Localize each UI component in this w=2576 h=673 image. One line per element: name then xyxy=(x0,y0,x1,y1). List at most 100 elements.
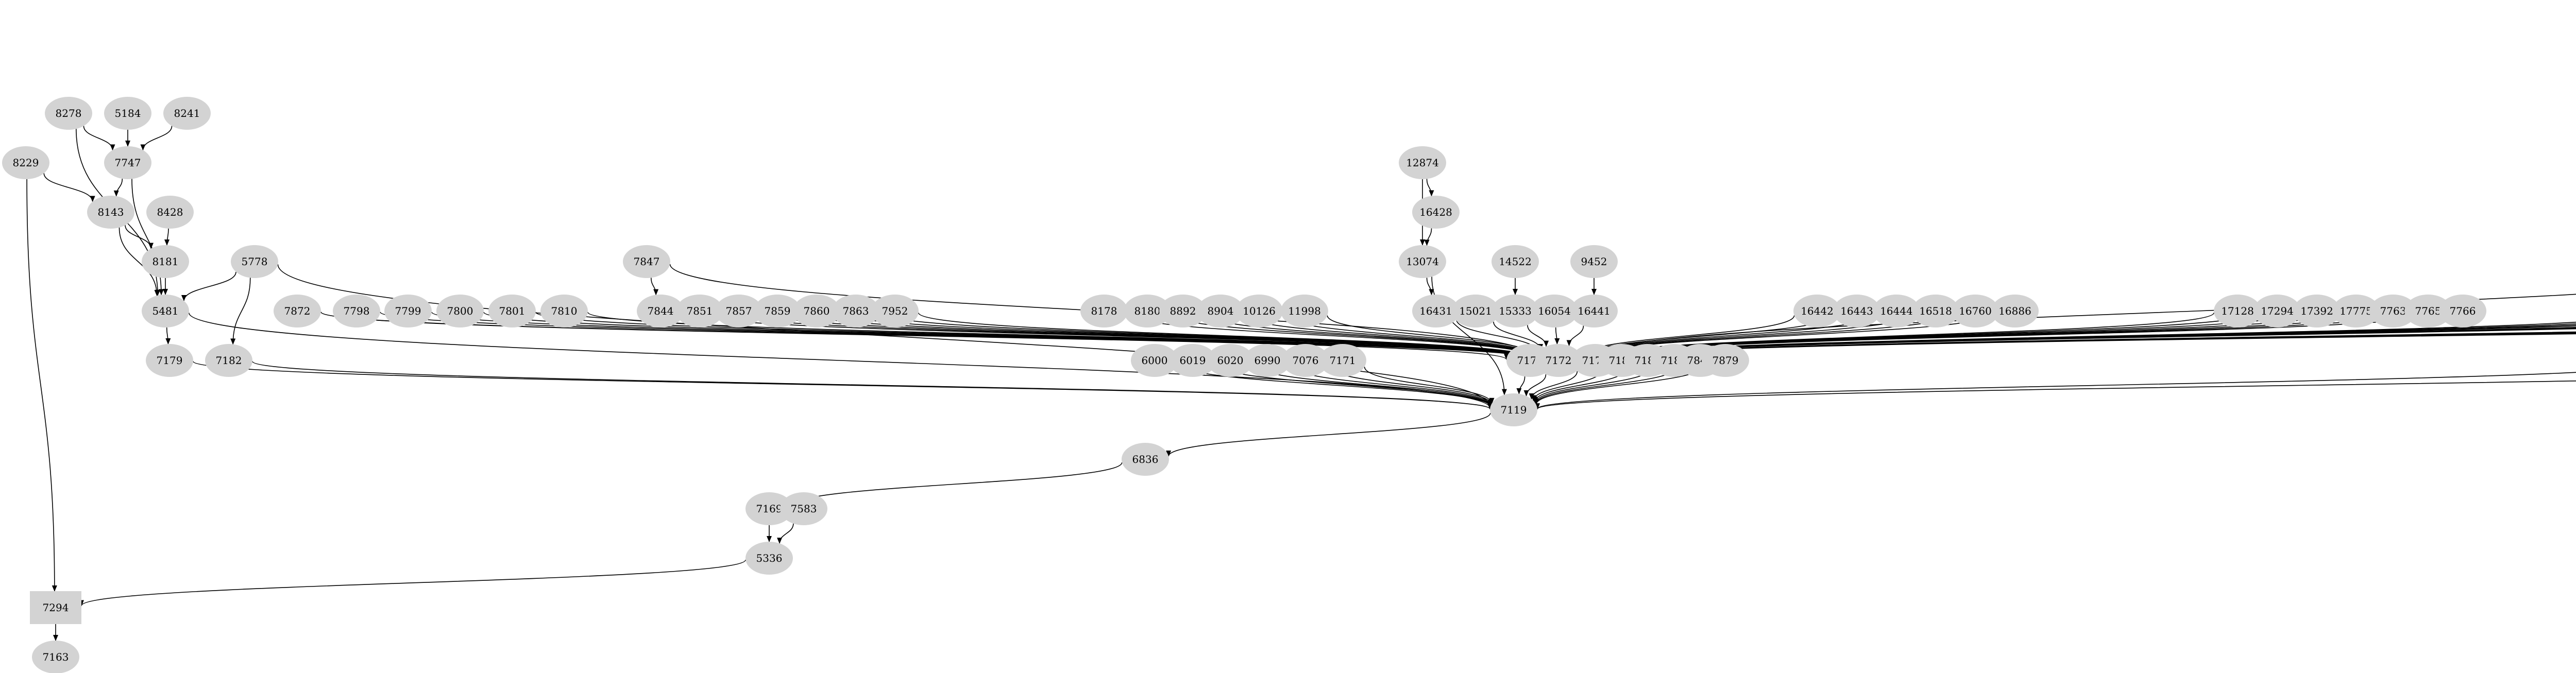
node-ellipse-shape xyxy=(1492,245,1539,278)
graph-node-17775[interactable]: 17775 xyxy=(2332,295,2380,327)
node-ellipse-shape xyxy=(1570,295,1618,327)
node-ellipse-shape xyxy=(333,295,380,327)
graph-node-6019[interactable]: 6019 xyxy=(1169,344,1216,377)
graph-node-7171[interactable]: 7171 xyxy=(1319,344,1366,377)
graph-node-8181[interactable]: 8181 xyxy=(142,245,189,278)
graph-node-7847[interactable]: 7847 xyxy=(623,245,670,278)
graph-node-7765[interactable]: 7765 xyxy=(2404,295,2452,327)
node-ellipse-shape xyxy=(1244,344,1291,377)
graph-node-14522[interactable]: 14522 xyxy=(1492,245,1539,278)
graph-node-7800[interactable]: 7800 xyxy=(436,295,484,327)
graph-node-7294[interactable]: 7294 xyxy=(30,591,81,624)
node-label: 7766 xyxy=(2450,305,2476,317)
graph-node-7766[interactable]: 7766 xyxy=(2439,295,2486,327)
graph-node-8143[interactable]: 8143 xyxy=(87,196,134,229)
edge-7177-to-7119 xyxy=(1516,376,1526,394)
graph-node-7799[interactable]: 7799 xyxy=(384,295,432,327)
graph-node-16054[interactable]: 16054 xyxy=(1531,295,1578,327)
edge-7775-to-7172 xyxy=(1580,294,2576,359)
graph-node-7163[interactable]: 7163 xyxy=(32,641,79,673)
graph-node-8904[interactable]: 8904 xyxy=(1197,295,1244,327)
graph-node-16428[interactable]: 16428 xyxy=(1412,196,1460,229)
graph-node-16760[interactable]: 16760 xyxy=(1952,295,1999,327)
graph-node-7747[interactable]: 7747 xyxy=(104,146,151,179)
node-label: 8892 xyxy=(1170,305,1196,317)
graph-node-8229[interactable]: 8229 xyxy=(2,146,49,179)
graph-node-7179[interactable]: 7179 xyxy=(146,344,193,377)
graph-node-7798[interactable]: 7798 xyxy=(333,295,380,327)
graph-node-7119[interactable]: 7119 xyxy=(1490,393,1537,426)
graph-node-13074[interactable]: 13074 xyxy=(1399,245,1446,278)
node-ellipse-shape xyxy=(754,295,801,327)
graph-node-7863[interactable]: 7863 xyxy=(832,295,879,327)
graph-node-16442[interactable]: 16442 xyxy=(1793,295,1841,327)
graph-node-16431[interactable]: 16431 xyxy=(1412,295,1460,327)
edge-5778-to-7182 xyxy=(230,278,251,345)
graph-node-7810[interactable]: 7810 xyxy=(540,295,588,327)
graph-node-9452[interactable]: 9452 xyxy=(1570,245,1618,278)
graph-node-16444[interactable]: 16444 xyxy=(1873,295,1920,327)
graph-node-12874[interactable]: 12874 xyxy=(1399,146,1446,179)
graph-node-7860[interactable]: 7860 xyxy=(793,295,840,327)
graph-node-7169[interactable]: 7169 xyxy=(745,492,793,525)
graph-node-7857[interactable]: 7857 xyxy=(715,295,762,327)
node-ellipse-shape xyxy=(1282,344,1329,377)
graph-node-11998[interactable]: 11998 xyxy=(1281,295,1328,327)
graph-node-8241[interactable]: 8241 xyxy=(163,97,211,130)
edge-8278-to-7747 xyxy=(83,126,115,151)
graph-node-8180[interactable]: 8180 xyxy=(1124,295,1171,327)
graph-node-5184[interactable]: 5184 xyxy=(104,97,151,130)
node-label: 16886 xyxy=(1998,305,2031,317)
graph-node-16443[interactable]: 16443 xyxy=(1833,295,1880,327)
graph-node-5481[interactable]: 5481 xyxy=(142,295,189,327)
graph-node-8428[interactable]: 8428 xyxy=(146,196,194,229)
graph-node-7076[interactable]: 7076 xyxy=(1282,344,1329,377)
graph-node-5336[interactable]: 5336 xyxy=(745,542,793,575)
graph-node-6836[interactable]: 6836 xyxy=(1122,443,1169,476)
graph-node-8278[interactable]: 8278 xyxy=(45,97,92,130)
graph-node-17294[interactable]: 17294 xyxy=(2253,295,2301,327)
graph-node-7879[interactable]: 7879 xyxy=(1702,344,1749,377)
graph-node-15021[interactable]: 15021 xyxy=(1452,295,1499,327)
edge-13074-to-7119 xyxy=(1431,277,1507,395)
node-label: 14522 xyxy=(1499,255,1532,268)
graph-node-6990[interactable]: 6990 xyxy=(1244,344,1291,377)
node-ellipse-shape xyxy=(1169,344,1216,377)
edge-8143-to-8181 xyxy=(125,225,154,249)
graph-node-8892[interactable]: 8892 xyxy=(1159,295,1207,327)
graph-node-7801[interactable]: 7801 xyxy=(488,295,536,327)
graph-node-7172[interactable]: 7172 xyxy=(1535,344,1582,377)
graph-node-7851[interactable]: 7851 xyxy=(676,295,723,327)
node-ellipse-shape xyxy=(1399,245,1446,278)
graph-node-7583[interactable]: 7583 xyxy=(780,492,827,525)
graph-node-15333[interactable]: 15333 xyxy=(1492,295,1539,327)
graph-node-7182[interactable]: 7182 xyxy=(205,344,252,377)
graph-node-16886[interactable]: 16886 xyxy=(1991,295,2039,327)
graph-node-7872[interactable]: 7872 xyxy=(274,295,321,327)
graph-node-6020[interactable]: 6020 xyxy=(1207,344,1254,377)
graph-node-7859[interactable]: 7859 xyxy=(754,295,801,327)
node-label: 7179 xyxy=(157,354,183,367)
graph-node-16441[interactable]: 16441 xyxy=(1570,295,1618,327)
graph-node-8178[interactable]: 8178 xyxy=(1080,295,1128,327)
graph-node-10126[interactable]: 10126 xyxy=(1235,295,1283,327)
graph-node-7844[interactable]: 7844 xyxy=(637,295,684,327)
graph-node-7763[interactable]: 7763 xyxy=(2369,295,2417,327)
node-label: 7171 xyxy=(1330,354,1356,367)
graph-node-17392[interactable]: 17392 xyxy=(2293,295,2341,327)
node-label: 7801 xyxy=(499,305,526,317)
node-label: 7747 xyxy=(115,157,141,169)
graph-node-16518[interactable]: 16518 xyxy=(1912,295,1959,327)
graph-node-5778[interactable]: 5778 xyxy=(231,245,278,278)
node-label: 17392 xyxy=(2300,305,2333,317)
node-label: 6019 xyxy=(1180,354,1206,367)
node-label: 7763 xyxy=(2380,305,2406,317)
node-ellipse-shape xyxy=(1159,295,1207,327)
node-ellipse-shape xyxy=(384,295,432,327)
node-label: 12874 xyxy=(1406,157,1439,169)
node-label: 5184 xyxy=(115,107,141,119)
graph-node-6000[interactable]: 6000 xyxy=(1131,344,1178,377)
graph-node-17128[interactable]: 17128 xyxy=(2214,295,2261,327)
graph-node-7952[interactable]: 7952 xyxy=(871,295,919,327)
